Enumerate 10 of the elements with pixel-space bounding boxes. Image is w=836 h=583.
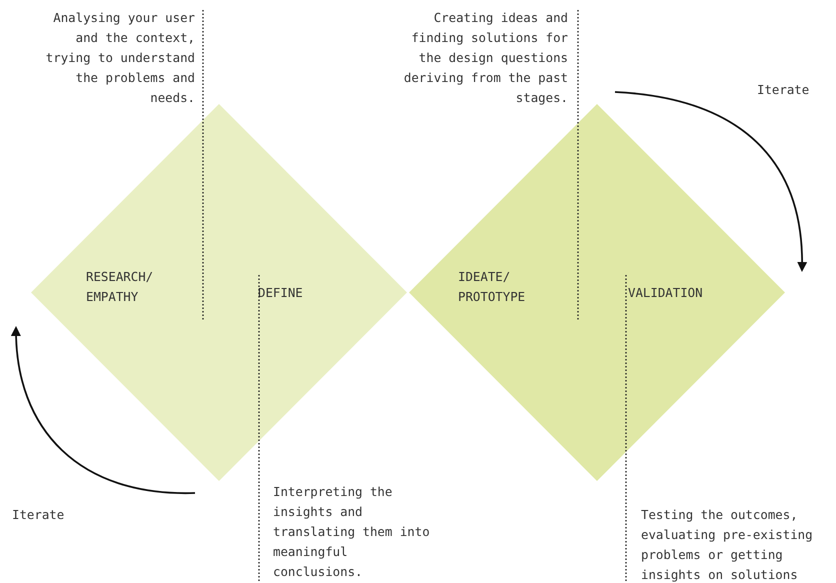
description-text: Interpreting the insights and translating them into meaningful conclusions.: [273, 483, 431, 581]
phase-label: IDEATE/ PROTOTYPE: [458, 268, 526, 306]
iterate-label: Iterate: [757, 81, 810, 99]
phase-label: VALIDATION: [628, 284, 704, 302]
iterate-label: Iterate: [12, 506, 66, 524]
description-text: Analysing your user and the context, trying to understand the problems and needs.: [44, 9, 195, 107]
phase-label: DEFINE: [258, 284, 304, 302]
description-text: Testing the outcomes, evaluating pre-existing problems or getting insights on solutions: [641, 506, 814, 583]
phase-label: RESEARCH/ EMPATHY: [86, 268, 154, 306]
description-text: Creating ideas and finding solutions for the design questions deriving from the past stages.: [403, 9, 568, 107]
